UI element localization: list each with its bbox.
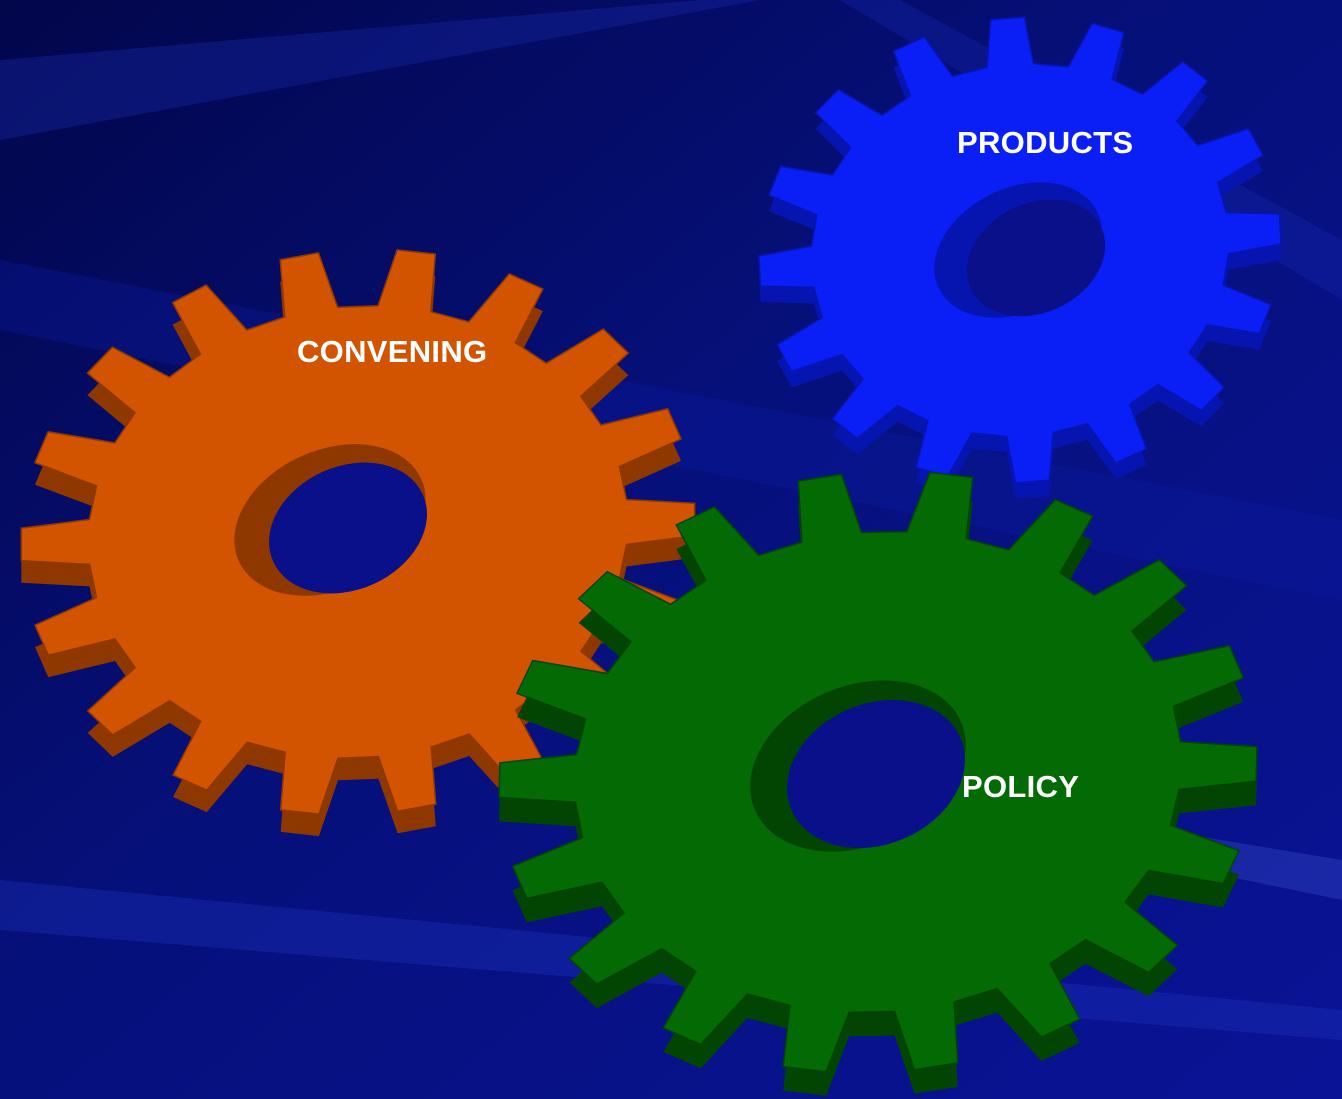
policy-label: POLICY [962,769,1080,804]
convening-gear-hole [269,462,427,594]
products-label: PRODUCTS [957,125,1134,160]
products-gear-hole [966,199,1106,317]
products-gear [758,16,1282,499]
convening-label: CONVENING [297,334,488,369]
policy-gear [498,471,1258,1096]
policy-gear-hole [787,699,965,849]
